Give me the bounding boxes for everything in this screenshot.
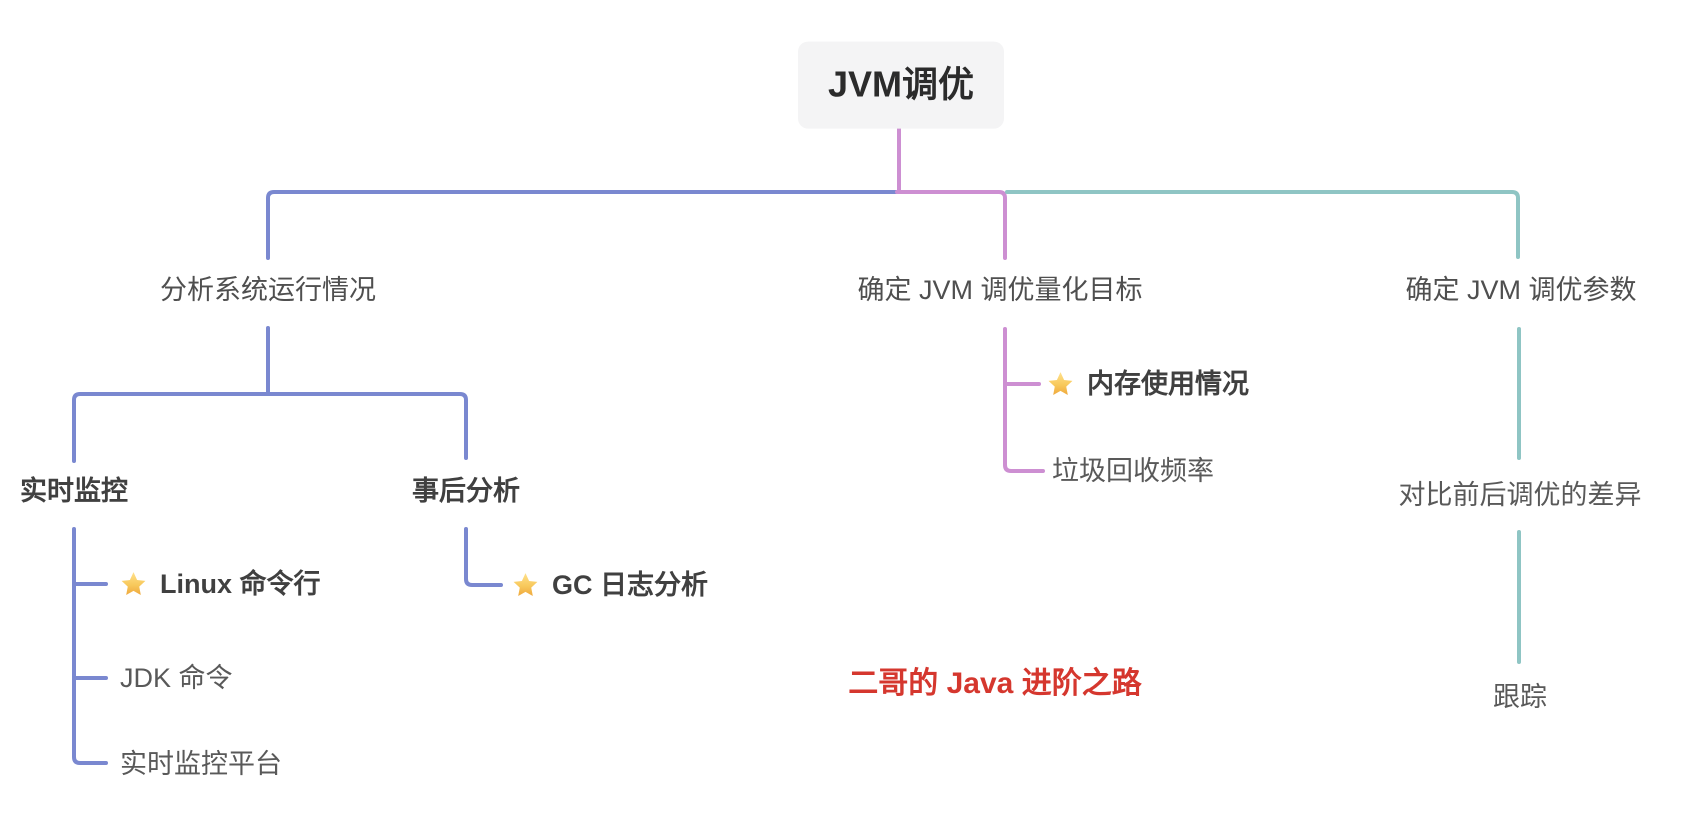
- glowing-star-icon: [1048, 371, 1073, 395]
- node-post-analysis: 事后分析: [412, 475, 520, 506]
- branch3-trunk-line: [1005, 190, 1520, 259]
- branch-quantify-goals-label: 确定 JVM 调优量化目标: [857, 274, 1143, 305]
- postanalysis-child-line: [464, 527, 503, 587]
- branch1-fork-line: [72, 392, 468, 463]
- root-node: JVM调优: [797, 41, 1005, 129]
- node-gc-log-analysis-label: GC 日志分析: [552, 569, 709, 600]
- realtime-children-line: [72, 527, 108, 765]
- node-realtime-platform-label: 实时监控平台: [120, 748, 282, 779]
- branch2-trunk-line: [895, 190, 1007, 260]
- node-tracking: 跟踪: [1493, 681, 1547, 712]
- watermark-text: 二哥的 Java 进阶之路: [848, 667, 1142, 700]
- node-jdk-commands: JDK 命令: [120, 662, 233, 694]
- node-jdk-commands-label: JDK 命令: [120, 662, 233, 693]
- node-realtime-monitoring: 实时监控: [20, 475, 128, 506]
- node-compare-before-after: 对比前后调优的差异: [1398, 479, 1642, 510]
- node-gc-frequency-label: 垃圾回收频率: [1052, 455, 1214, 486]
- node-memory-usage-label: 内存使用情况: [1087, 368, 1249, 399]
- node-memory-usage: 内存使用情况: [1047, 368, 1249, 400]
- node-linux-cli: Linux 命令行: [120, 568, 321, 600]
- branch-tuning-params-label: 确定 JVM 调优参数: [1405, 274, 1637, 305]
- branch2-children-line: [1003, 327, 1045, 473]
- branch-analyze-system-label: 分析系统运行情况: [160, 274, 376, 305]
- node-gc-frequency: 垃圾回收频率: [1052, 455, 1214, 487]
- node-linux-cli-label: Linux 命令行: [160, 568, 321, 599]
- glowing-star-icon: [121, 571, 146, 595]
- node-realtime-platform: 实时监控平台: [120, 748, 282, 780]
- node-gc-log-analysis: GC 日志分析: [512, 569, 708, 601]
- branch1-trunk-line: [266, 190, 899, 260]
- glowing-star-icon: [513, 572, 538, 596]
